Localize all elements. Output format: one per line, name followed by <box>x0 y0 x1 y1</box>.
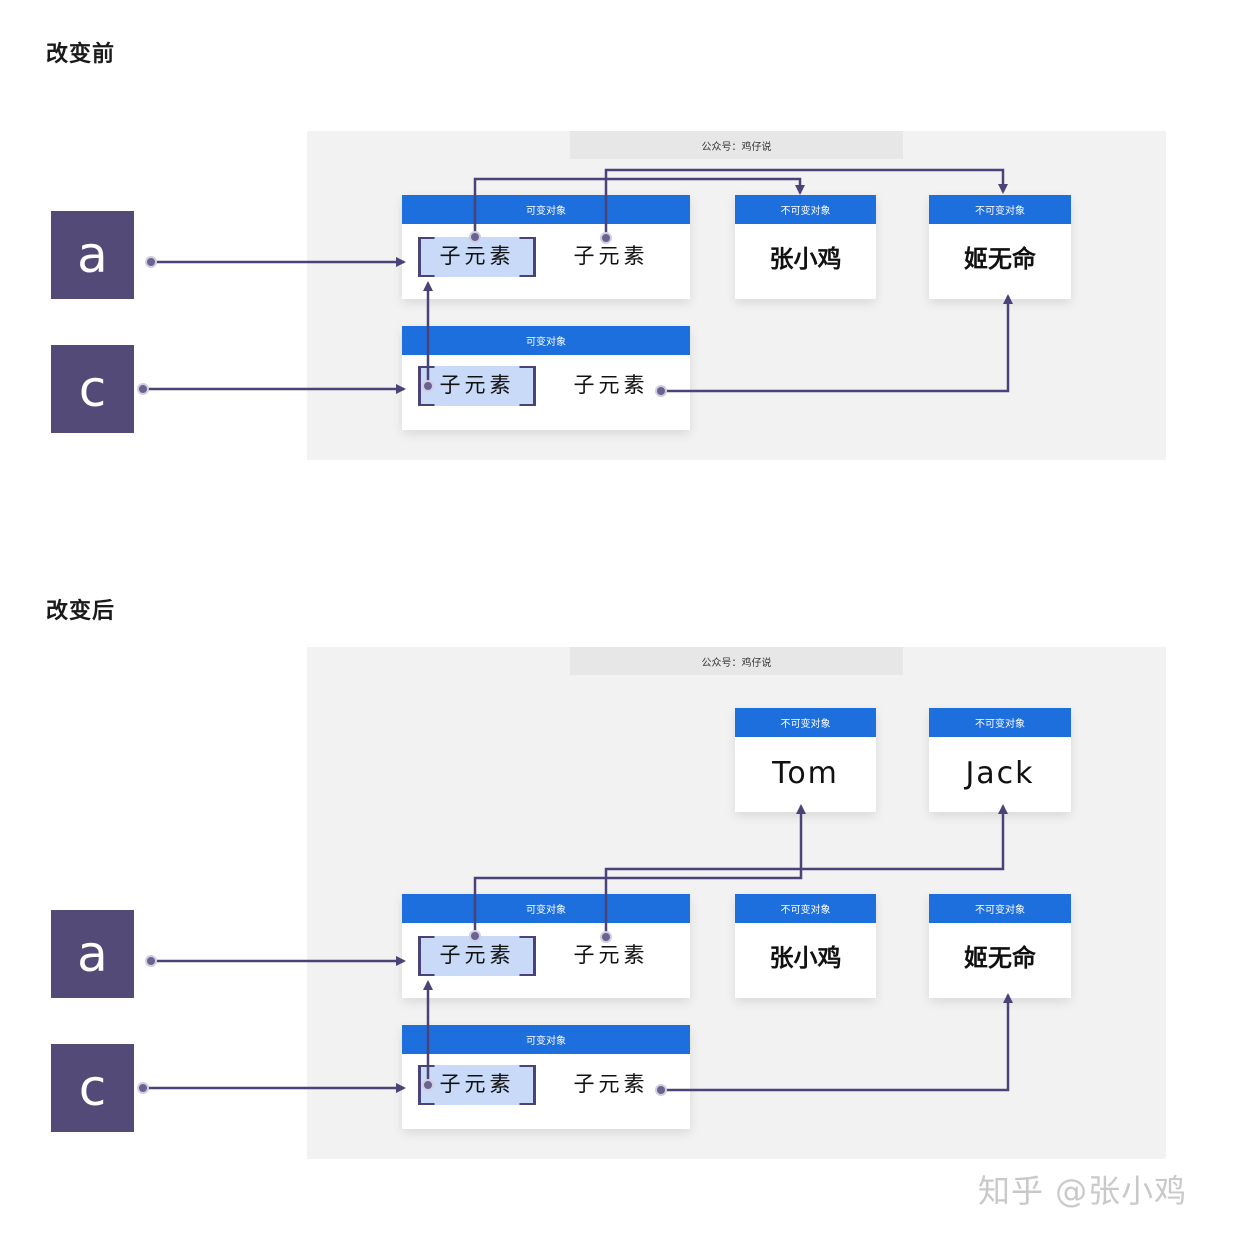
immutable-value: 张小鸡 <box>769 244 842 273</box>
child-element-1: 子元素 <box>418 936 536 976</box>
box-header: 不可变对象 <box>929 708 1071 737</box>
arrow-child1-to-tom <box>473 804 806 936</box>
arrow-child2-to-jack <box>604 804 1008 937</box>
immutable-value: Tom <box>772 756 839 791</box>
child-element-1: 子元素 <box>418 237 536 277</box>
immutable-value: 张小鸡 <box>769 943 842 972</box>
panel-header: 公众号：鸡仔说 <box>570 647 903 675</box>
arrow-child1-to-zhangxiaoji <box>473 177 805 237</box>
child-element-1: 子元素 <box>418 366 536 406</box>
box-header: 可变对象 <box>402 894 690 923</box>
panel-header: 公众号：鸡仔说 <box>570 131 903 159</box>
box-header: 不可变对象 <box>735 708 876 737</box>
section-title-before: 改变前 <box>46 41 116 67</box>
box-header: 不可变对象 <box>735 195 876 224</box>
box-header: 不可变对象 <box>929 195 1071 224</box>
arrow-child2-to-jiwuming <box>604 168 1008 238</box>
variable-c: c <box>51 345 134 433</box>
immutable-object-jiwuming: 不可变对象 姬无命 <box>929 894 1071 998</box>
immutable-value: 姬无命 <box>964 244 1036 273</box>
variable-a: a <box>51 910 134 998</box>
mutable-object-a: 可变对象 子元素 子元素 <box>402 195 690 299</box>
immutable-object-zhangxiaoji: 不可变对象 张小鸡 <box>735 195 876 299</box>
variable-c: c <box>51 1044 134 1132</box>
box-header: 可变对象 <box>402 326 690 355</box>
immutable-value: Jack <box>965 756 1035 791</box>
arrow-c-child2-to-jiwuming <box>661 294 1013 393</box>
mutable-object-c: 可变对象 子元素 子元素 <box>402 326 690 430</box>
child-element-2: 子元素 <box>573 943 649 967</box>
watermark: 知乎 @张小鸡 <box>978 1172 1188 1210</box>
box-header: 不可变对象 <box>735 894 876 923</box>
child-element-1: 子元素 <box>418 1065 536 1105</box>
immutable-value: 姬无命 <box>964 943 1036 972</box>
section-title-after: 改变后 <box>46 598 116 624</box>
mutable-object-c: 可变对象 子元素 子元素 <box>402 1025 690 1129</box>
box-header: 不可变对象 <box>929 894 1071 923</box>
box-header: 可变对象 <box>402 195 690 224</box>
immutable-object-zhangxiaoji: 不可变对象 张小鸡 <box>735 894 876 998</box>
immutable-object-jack: 不可变对象 Jack <box>929 708 1071 812</box>
variable-a: a <box>51 211 134 299</box>
mutable-object-a: 可变对象 子元素 子元素 <box>402 894 690 998</box>
child-element-2: 子元素 <box>573 244 649 268</box>
immutable-object-jiwuming: 不可变对象 姬无命 <box>929 195 1071 299</box>
child-element-2: 子元素 <box>573 1072 649 1096</box>
box-header: 可变对象 <box>402 1025 690 1054</box>
arrow-c-child2-to-jiwuming <box>661 993 1013 1092</box>
immutable-object-tom: 不可变对象 Tom <box>735 708 876 812</box>
child-element-2: 子元素 <box>573 373 649 397</box>
